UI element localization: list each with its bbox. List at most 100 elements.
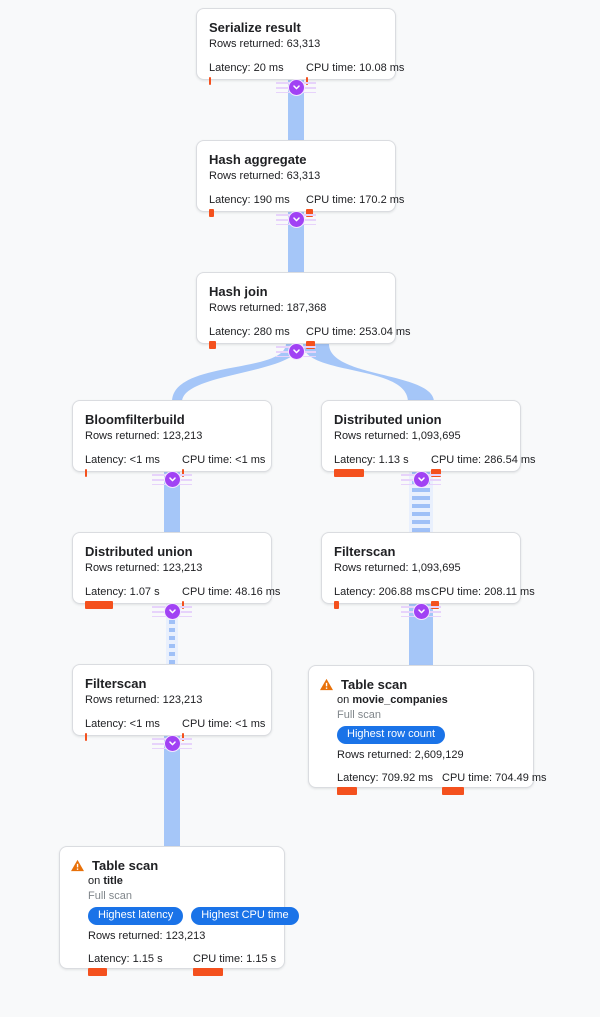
latency-label: Latency: 1.13 s bbox=[334, 454, 409, 466]
latency-bar bbox=[85, 601, 113, 609]
node-rows: Rows returned: 123,213 bbox=[85, 562, 203, 574]
node-title: Hash join bbox=[209, 284, 268, 299]
collapse-node-hash-join[interactable] bbox=[276, 344, 316, 359]
node-rows: Rows returned: 123,213 bbox=[85, 694, 203, 706]
latency-label: Latency: 190 ms bbox=[209, 194, 290, 206]
collapse-node-bloomfilterbuild[interactable] bbox=[152, 472, 192, 487]
collapse-node-serialize[interactable] bbox=[276, 80, 316, 95]
cpu-label: CPU time: 10.08 ms bbox=[306, 62, 405, 74]
edge-hashjoin-children bbox=[172, 344, 434, 402]
node-title: Distributed union bbox=[334, 412, 442, 427]
node-title: Table scan bbox=[92, 858, 159, 873]
cpu-bar bbox=[431, 469, 441, 477]
cpu-label: CPU time: 286.54 ms bbox=[431, 454, 536, 466]
collapse-node-filterscan-right[interactable] bbox=[401, 604, 441, 619]
node-rows: Rows returned: 63,313 bbox=[209, 170, 321, 182]
chevron-down-icon[interactable] bbox=[164, 604, 180, 619]
collapse-node-distributed-union-left[interactable] bbox=[152, 604, 192, 619]
cpu-bar bbox=[182, 469, 184, 477]
cpu-bar bbox=[306, 209, 313, 217]
latency-bar bbox=[334, 601, 339, 609]
badge-highest-row-count: Highest row count bbox=[337, 726, 446, 744]
latency-label: Latency: 206.88 ms bbox=[334, 586, 431, 598]
latency-label: Latency: 709.92 ms bbox=[337, 772, 434, 784]
cpu-label: CPU time: 253.04 ms bbox=[306, 326, 411, 338]
latency-label: Latency: 1.15 s bbox=[88, 953, 163, 965]
node-table: on movie_companies bbox=[337, 694, 448, 706]
node-rows: Rows returned: 123,213 bbox=[85, 430, 203, 442]
chevron-down-icon[interactable] bbox=[164, 736, 180, 751]
chevron-down-icon[interactable] bbox=[288, 344, 304, 359]
chevron-down-icon[interactable] bbox=[413, 472, 429, 487]
cpu-label: CPU time: <1 ms bbox=[182, 718, 266, 730]
plan-node-table-scan-title[interactable]: Table scan on title Full scan Highest la… bbox=[59, 846, 299, 976]
cpu-label: CPU time: 48.16 ms bbox=[182, 586, 281, 598]
cpu-label: CPU time: 208.11 ms bbox=[431, 586, 535, 598]
node-title: Filterscan bbox=[334, 544, 396, 559]
node-rows: Rows returned: 63,313 bbox=[209, 38, 321, 50]
plan-node-filterscan-right[interactable]: Filterscan Rows returned: 1,093,695 Late… bbox=[321, 532, 535, 609]
edge-bloomfilter-distunion bbox=[164, 472, 180, 532]
latency-bar bbox=[85, 469, 87, 477]
chevron-down-icon[interactable] bbox=[164, 472, 180, 487]
cpu-bar bbox=[193, 968, 223, 976]
edge-hashaggregate-hashjoin bbox=[288, 212, 304, 272]
collapse-node-hash-aggregate[interactable] bbox=[276, 212, 316, 227]
cpu-bar bbox=[182, 601, 184, 609]
chevron-down-icon[interactable] bbox=[413, 604, 429, 619]
cpu-bar bbox=[442, 787, 464, 795]
latency-bar bbox=[209, 209, 214, 217]
node-rows: Rows returned: 2,609,129 bbox=[337, 749, 464, 761]
cpu-label: CPU time: 170.2 ms bbox=[306, 194, 405, 206]
latency-bar bbox=[334, 469, 364, 477]
latency-bar bbox=[209, 77, 211, 85]
node-rows: Rows returned: 187,368 bbox=[209, 302, 327, 314]
plan-node-distributed-union-right[interactable]: Distributed union Rows returned: 1,093,6… bbox=[321, 400, 536, 477]
chevron-down-icon[interactable] bbox=[288, 212, 304, 227]
cpu-label: CPU time: <1 ms bbox=[182, 454, 266, 466]
scan-type: Full scan bbox=[88, 890, 133, 902]
warning-icon bbox=[71, 859, 84, 872]
plan-node-hash-aggregate[interactable]: Hash aggregate Rows returned: 63,313 Lat… bbox=[196, 140, 404, 217]
node-rows: Rows returned: 1,093,695 bbox=[334, 562, 461, 574]
plan-node-filterscan-left[interactable]: Filterscan Rows returned: 123,213 Latenc… bbox=[72, 664, 272, 741]
latency-bar bbox=[209, 341, 216, 349]
node-title: Hash aggregate bbox=[209, 152, 307, 167]
cpu-bar bbox=[182, 733, 184, 741]
latency-bar bbox=[85, 733, 87, 741]
node-rows: Rows returned: 1,093,695 bbox=[334, 430, 461, 442]
latency-bar bbox=[88, 968, 107, 976]
node-rows: Rows returned: 123,213 bbox=[88, 930, 206, 942]
node-table: on title bbox=[88, 875, 123, 887]
cpu-label: CPU time: 1.15 s bbox=[193, 953, 277, 965]
warning-icon bbox=[320, 678, 333, 691]
badge-highest-latency: Highest latency bbox=[88, 907, 184, 925]
latency-label: Latency: <1 ms bbox=[85, 454, 160, 466]
edge-distunion-filterscan-left bbox=[166, 604, 178, 664]
plan-node-bloomfilterbuild[interactable]: Bloomfilterbuild Rows returned: 123,213 … bbox=[72, 400, 272, 477]
collapse-node-distributed-union-right[interactable] bbox=[401, 472, 441, 487]
latency-label: Latency: 20 ms bbox=[209, 62, 284, 74]
plan-node-hash-join[interactable]: Hash join Rows returned: 187,368 Latency… bbox=[196, 272, 411, 349]
badge-highest-cpu-time: Highest CPU time bbox=[191, 907, 299, 925]
plan-node-distributed-union-left[interactable]: Distributed union Rows returned: 123,213… bbox=[72, 532, 280, 609]
latency-bar bbox=[337, 787, 357, 795]
latency-label: Latency: <1 ms bbox=[85, 718, 160, 730]
node-title: Table scan bbox=[341, 677, 408, 692]
edge-filterscan-tablescan-left bbox=[164, 736, 180, 846]
node-title: Serialize result bbox=[209, 20, 301, 35]
node-title: Filterscan bbox=[85, 676, 147, 691]
node-title: Bloomfilterbuild bbox=[85, 412, 185, 427]
chevron-down-icon[interactable] bbox=[288, 80, 304, 95]
edge-serialize-hashaggregate bbox=[288, 80, 304, 140]
plan-node-table-scan-movie-companies[interactable]: Table scan on movie_companies Full scan … bbox=[308, 665, 547, 795]
latency-label: Latency: 280 ms bbox=[209, 326, 290, 338]
scan-type: Full scan bbox=[337, 709, 382, 721]
node-title: Distributed union bbox=[85, 544, 193, 559]
collapse-node-filterscan-left[interactable] bbox=[152, 736, 192, 751]
cpu-bar bbox=[431, 601, 439, 609]
cpu-label: CPU time: 704.49 ms bbox=[442, 772, 547, 784]
cpu-bar bbox=[306, 77, 308, 85]
plan-node-serialize-result[interactable]: Serialize result Rows returned: 63,313 L… bbox=[196, 8, 404, 85]
